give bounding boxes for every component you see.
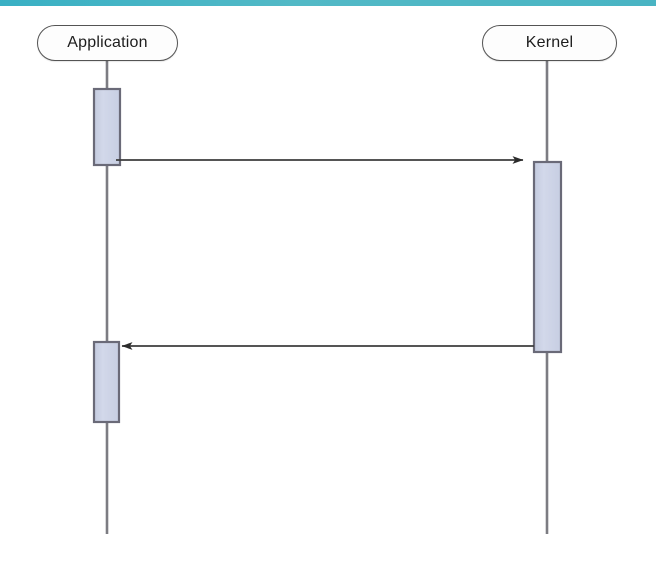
- top-accent-bar: [0, 0, 656, 6]
- sequence-diagram-canvas: Application Kernel: [0, 6, 656, 566]
- participant-label-application: Application: [67, 34, 148, 51]
- activation-group: [92, 87, 563, 424]
- participant-head-application[interactable]: Application: [37, 25, 178, 61]
- sequence-diagram-svg: [92, 55, 563, 534]
- message-group: [116, 156, 534, 350]
- activation-bar-application-2[interactable]: [92, 340, 121, 424]
- participant-head-kernel[interactable]: Kernel: [482, 25, 617, 61]
- activation-bar-application-1[interactable]: [92, 87, 122, 167]
- participant-label-kernel: Kernel: [525, 34, 574, 51]
- lifeline-group: [105, 55, 549, 534]
- activation-bar-kernel-1[interactable]: [532, 160, 563, 354]
